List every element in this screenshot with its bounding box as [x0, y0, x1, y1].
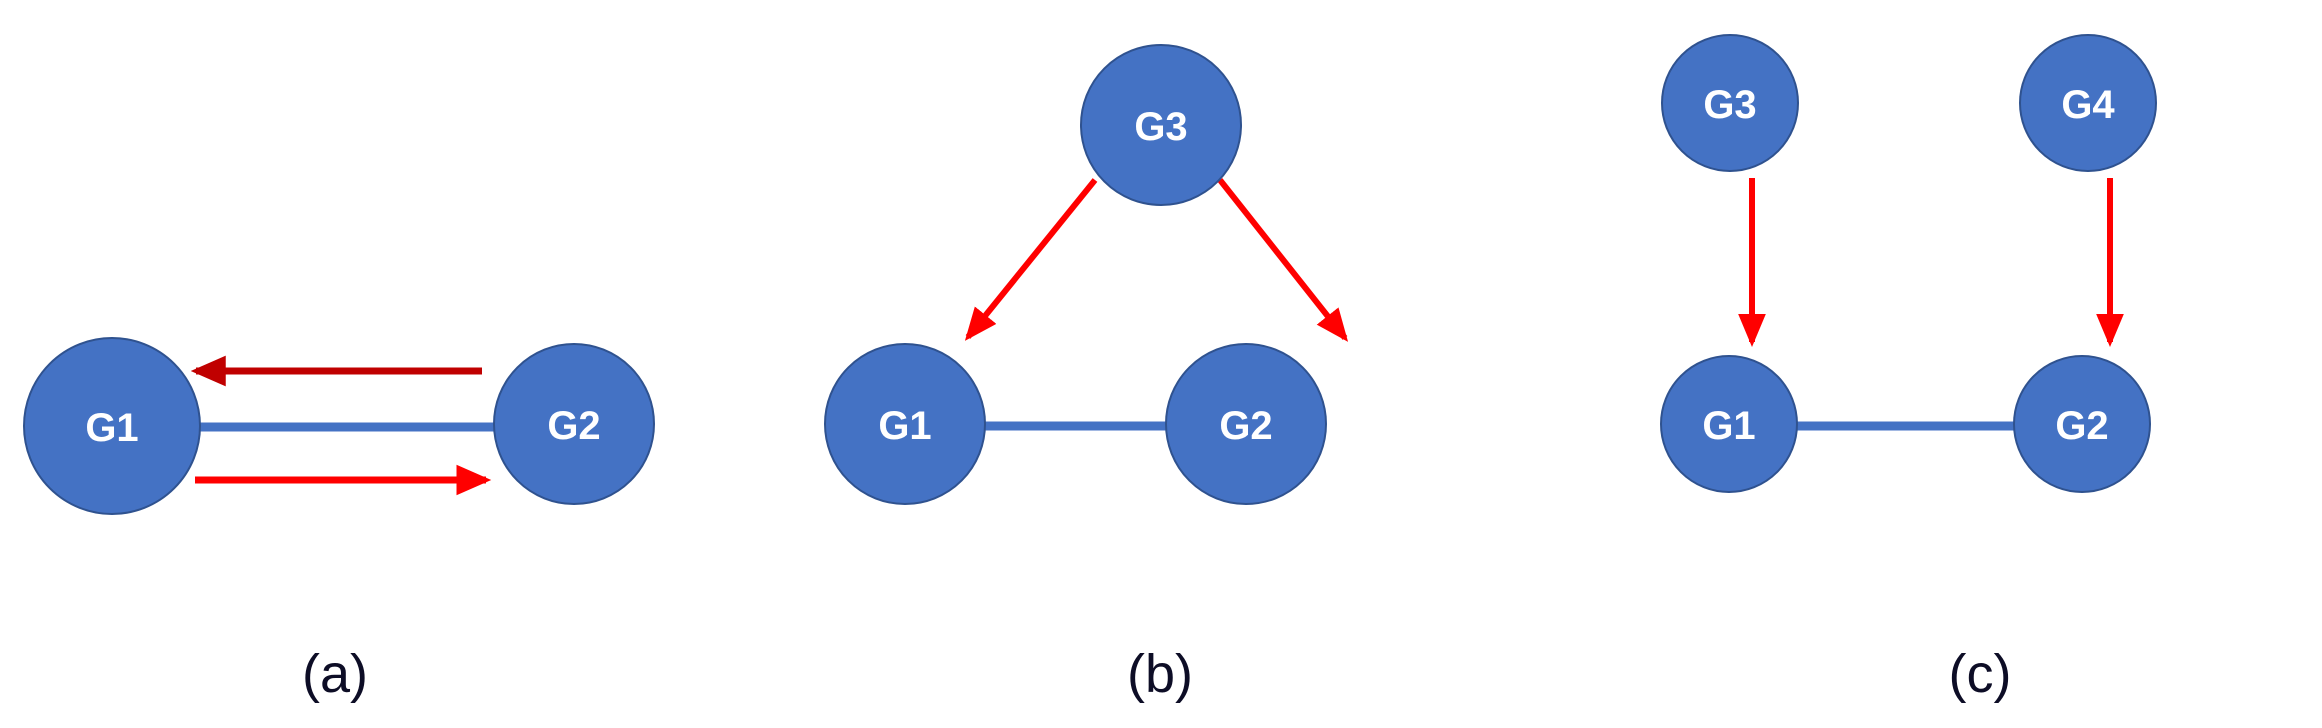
- node-g2[interactable]: G2: [2013, 355, 2151, 493]
- node-g2-label: G2: [547, 404, 600, 448]
- panel-a-caption: (a): [302, 644, 368, 704]
- node-g3-label: G3: [1703, 83, 1756, 127]
- node-g1[interactable]: G1: [23, 337, 201, 515]
- panel-b-caption: (b): [1127, 644, 1193, 704]
- node-g1-circle[interactable]: [1660, 355, 1798, 493]
- node-g3[interactable]: G3: [1661, 34, 1799, 172]
- panel-c-caption: (c): [1949, 644, 2012, 704]
- node-g3-circle[interactable]: [1080, 44, 1242, 206]
- arrow-g3-to-g2: [1217, 178, 1349, 342]
- node-g2-circle[interactable]: [1165, 343, 1327, 505]
- node-g1-label: G1: [85, 406, 138, 450]
- node-g4[interactable]: G4: [2019, 34, 2157, 172]
- panel-b: G3 G1 G2 (b): [824, 44, 1349, 704]
- node-g2-circle[interactable]: [493, 343, 655, 505]
- node-g4-circle[interactable]: [2019, 34, 2157, 172]
- node-g1-label: G1: [1702, 404, 1755, 448]
- node-g1[interactable]: G1: [824, 343, 986, 505]
- node-g1[interactable]: G1: [1660, 355, 1798, 493]
- node-g2-circle[interactable]: [2013, 355, 2151, 493]
- node-g1-circle[interactable]: [23, 337, 201, 515]
- node-g3-circle[interactable]: [1661, 34, 1799, 172]
- node-g4-label: G4: [2061, 83, 2115, 127]
- arrow-g3-to-g1: [964, 178, 1098, 341]
- node-g2[interactable]: G2: [1165, 343, 1327, 505]
- panel-a: G1 G2 (a): [23, 337, 655, 704]
- node-g2[interactable]: G2: [493, 343, 655, 505]
- node-g1-label: G1: [878, 404, 931, 448]
- node-g3[interactable]: G3: [1080, 44, 1242, 206]
- node-g1-circle[interactable]: [824, 343, 986, 505]
- node-g3-label: G3: [1134, 105, 1187, 149]
- node-g2-label: G2: [2055, 404, 2108, 448]
- panel-c: G3 G4 G1 G2 (c): [1660, 34, 2157, 704]
- node-g2-label: G2: [1219, 404, 1272, 448]
